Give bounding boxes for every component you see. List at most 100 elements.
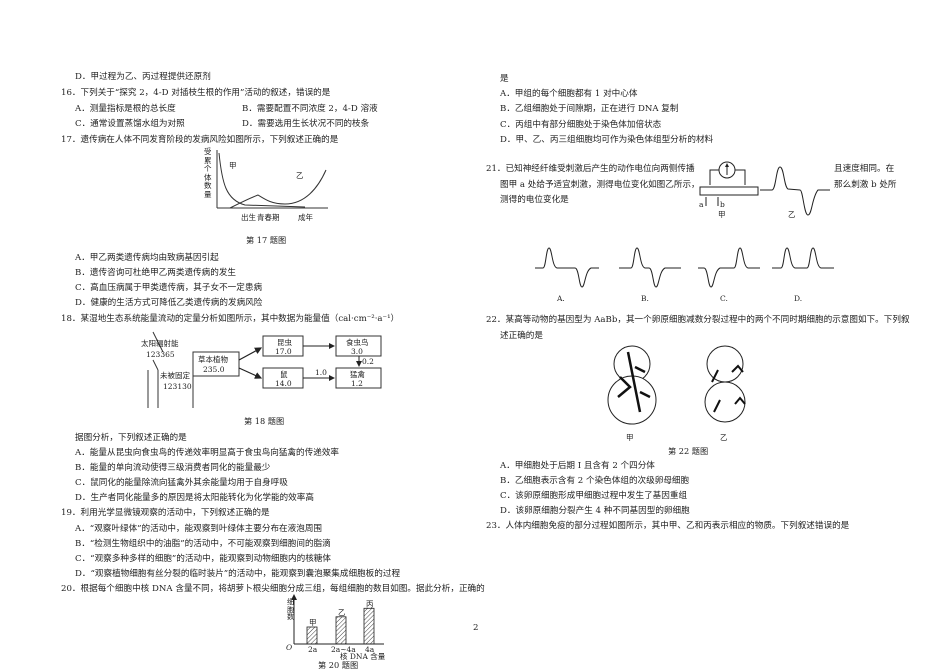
q18-lead: 据图分析，下列叙述正确的是 [75,433,187,443]
bird-label: 食虫鸟 [346,337,369,347]
q20-option-b: B．乙组细胞处于间隙期，正在进行 DNA 复制 [500,104,679,114]
raptor-label: 猛禽 [350,369,365,379]
bar-3 [363,607,375,645]
q19-option-b: B．“检测生物组织中的油脂”的活动中，不可能观察到细胞间的脂滴 [75,539,331,549]
q19-stem: 19．利用光学显微镜观察的活动中，下列叙述正确的是 [61,508,270,518]
option-a-waveform: A. [535,247,599,303]
option-a-label: A. [556,294,565,303]
label-b: b [720,200,725,209]
q22-option-b: B．乙细胞表示含有 2 个染色体组的次级卵母细胞 [500,476,690,486]
plant-label: 草本植物 [198,354,228,364]
q20-option-c: C．丙组中有部分细胞处于染色体加倍状态 [500,120,662,130]
page-number: 2 [473,623,479,633]
q20-stem-continued: 是 [500,74,509,84]
q17-ylabel: 受累个体数量 [204,147,212,199]
q16-option-c: C．通常设置蒸馏水组为对照 [75,119,185,129]
curve-jia [218,152,306,208]
q21-line2-end: 那么刺激 b 处所 [834,180,897,190]
label-jia: 甲 [229,161,237,170]
q20-option-d: D．甲、乙、丙三组细胞均可作为染色体组型分析的材料 [500,135,714,145]
label-jia: 甲 [718,210,726,219]
q18-option-c: C．鼠同化的能量除流向猛禽外其余能量均用于自身呼吸 [75,478,288,488]
q20-ylabel: 细胞数 [287,598,294,621]
q22-line2: 述正确的是 [500,331,543,341]
q19-option-c: C．“观察多种多样的细胞”的活动中，能观察到动物细胞内的核糖体 [75,554,331,564]
q18-caption: 第 18 题图 [244,416,285,426]
q22-option-a: A．甲细胞处于后期 I 且含有 2 个四分体 [500,461,655,471]
y-axis-arrow-icon [291,594,297,600]
x-tick-label-2: 2a~4a [331,645,356,654]
flow-bird-raptor: 0.2 [362,357,374,366]
option-c-label: C. [720,294,728,303]
q21-line1-end: 且速度相同。在 [834,164,895,174]
raptor-value: 1.2 [351,379,363,388]
q22-option-c: C．该卵原细胞形成甲细胞过程中发生了基因重组 [500,491,688,501]
q22-option-d: D．该卵原细胞分裂产生 4 种不同基因型的卵细胞 [500,506,690,516]
mouse-value: 14.0 [275,379,292,388]
q20-stem: 20．根据每个细胞中核 DNA 含量不同，将胡萝卜根尖细胞分成三组，每组细胞的数… [61,584,485,594]
q18-option-b: B．能量的单向流动使得三级消费者同化的能量最少 [75,463,271,473]
q18-energy-flow-diagram: 太阳辐射能 123365 未被固定 123130 草本植物 235.0 昆虫 1… [141,331,382,408]
option-b-label: B. [641,294,649,303]
label-jia: 甲 [626,433,634,442]
option-b-waveform: B. [619,247,681,303]
q17-stem: 17．遗传病在人体不同发育阶段的发病风险如图所示，下列叙述正确的是 [61,135,339,145]
q17-option-a: A．甲乙两类遗传病均由致病基因引起 [75,253,219,263]
q17-option-c: C．高血压病属于甲类遗传病，其子女不一定患病 [75,283,263,293]
q21-line1: 21．已知神经纤维受刺激后产生的动作电位向两侧传播 [486,164,695,174]
q22-line1: 22．某高等动物的基因型为 AaBb，其一个卵原细胞减数分裂过程中的两个不同时期… [486,315,910,325]
q20-option-a: A．甲组的每个细胞都有 1 对中心体 [500,89,638,99]
bar-label-2: 乙 [338,608,346,617]
solar-label: 太阳辐射能 [141,338,179,348]
q18-option-a: A．能量从昆虫向食虫鸟的传递效率明显高于食虫鸟向猛禽的传递效率 [75,448,340,458]
option-c-waveform: C. [698,247,760,303]
x-axis-label: 核 DNA 含量 [340,651,386,661]
q21-figure-yi: 乙 [760,166,830,219]
q15-option-d: D．甲过程为乙、丙过程提供还原剂 [75,72,211,82]
label-yi: 乙 [720,433,728,442]
curve-yi [229,169,327,209]
bar-label-3: 丙 [366,599,374,608]
unfixed-value: 123130 [163,382,192,391]
mouse-label: 鼠 [280,370,288,379]
q16-option-a: A．测量指标是根的总长度 [75,104,176,114]
option-d-label: D. [794,294,802,303]
bar-2 [335,616,347,645]
q21-figure-jia: a b 甲 [699,161,759,219]
bar-label-1: 甲 [309,618,317,627]
unfixed-label: 未被固定 [160,370,190,380]
q19-option-d: D．“观察植物细胞有丝分裂的临时装片”的活动中，能观察到囊泡聚集成细胞板的过程 [75,569,401,579]
q18-option-d: D．生产者同化能量多的原因是将太阳能转化为化学能的效率高 [75,493,314,503]
x-tick-label-1: 2a [308,645,318,654]
q16-stem: 16．下列关于“探究 2，4-D 对插枝生根的作用”活动的叙述，错误的是 [61,88,331,98]
box-plant [192,351,240,377]
q21-line3: 测得的电位变化是 [500,195,569,205]
origin-label: O [286,643,292,652]
insect-label: 昆虫 [277,337,292,347]
box-raptor [335,367,382,389]
label-yi: 乙 [296,171,304,180]
q16-option-b: B．需要配置不同浓度 2，4-D 溶液 [242,104,378,114]
q21-line2: 图甲 a 处给予适宜刺激，测得电位变化如图乙所示， [500,180,700,190]
q20-caption: 第 20 题图 [318,660,359,670]
label-a: a [699,200,704,209]
cell-jia: 甲 [607,345,657,442]
x-label-adult: 成年 [298,212,313,222]
q19-option-a: A．“观察叶绿体”的活动中，能观察到叶绿体主要分布在液泡周围 [75,524,323,534]
plant-value: 235.0 [203,365,225,374]
flow-mouse-raptor: 1.0 [315,368,327,377]
q16-option-d: D．需要选用生长状况不同的枝条 [242,119,370,129]
insect-value: 17.0 [275,347,292,356]
q23-stem: 23．人体内细胞免疫的部分过程如图所示，其中甲、乙和丙表示相应的物质。下列叙述错… [486,521,850,531]
q17-option-b: B．遗传咨询可杜绝甲乙两类遗传病的发生 [75,268,237,278]
q18-stem: 18．某湿地生态系统能量流动的定量分析如图所示，其中数据为能量值（cal·cm⁻… [61,314,400,324]
q17-option-d: D．健康的生活方式可降低乙类遗传病的发病风险 [75,298,263,308]
q17-figure: 甲 乙 出生 青春期 成年 [216,150,328,222]
option-d-waveform: D. [772,247,834,303]
nerve-fiber [699,186,759,196]
q22-caption: 第 22 题图 [668,446,709,456]
x-label-puberty: 青春期 [257,212,280,222]
solar-value: 123365 [146,350,175,359]
